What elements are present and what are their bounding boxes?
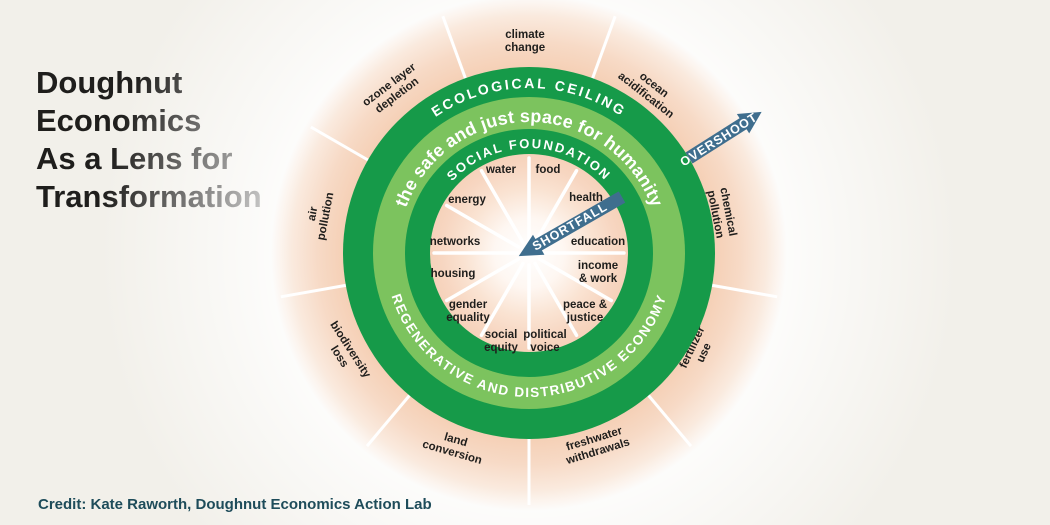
sector-divider — [533, 261, 579, 338]
social-sector-dividers — [432, 156, 626, 350]
sector-divider — [310, 125, 371, 163]
sector-divider — [537, 257, 614, 303]
sector-divider — [444, 257, 521, 303]
sector-divider — [479, 261, 525, 338]
label-food: food — [536, 164, 561, 176]
sector-divider — [479, 168, 525, 245]
sector-divider — [365, 393, 412, 448]
label-networks: networks — [430, 236, 481, 248]
label-education: education — [571, 236, 625, 248]
label-energy: energy — [448, 194, 486, 206]
shortfall-arrow — [518, 191, 626, 257]
sector-divider — [590, 15, 617, 81]
overshoot-arrow — [685, 111, 762, 164]
sector-divider — [646, 393, 693, 448]
sector-divider — [533, 168, 579, 245]
sector-divider — [280, 283, 349, 299]
overshoot-arrow-shaft — [685, 116, 750, 164]
social-foundation-labels: water food health education income& work… — [430, 164, 625, 354]
credit-text: Credit: Kate Raworth, Doughnut Economics… — [38, 496, 432, 513]
overshoot-arrowhead — [736, 111, 762, 134]
label-income-work: income& work — [578, 260, 618, 285]
label-water: water — [485, 164, 517, 176]
shortfall-arrowhead — [518, 234, 545, 257]
shortfall-arrow-shaft — [531, 191, 626, 253]
label-health: health — [569, 192, 603, 204]
label-peace-justice: peace &justice — [563, 299, 607, 324]
sector-divider — [441, 15, 468, 81]
sector-divider — [709, 283, 778, 299]
sector-divider — [444, 203, 521, 249]
label-housing: housing — [431, 268, 476, 280]
